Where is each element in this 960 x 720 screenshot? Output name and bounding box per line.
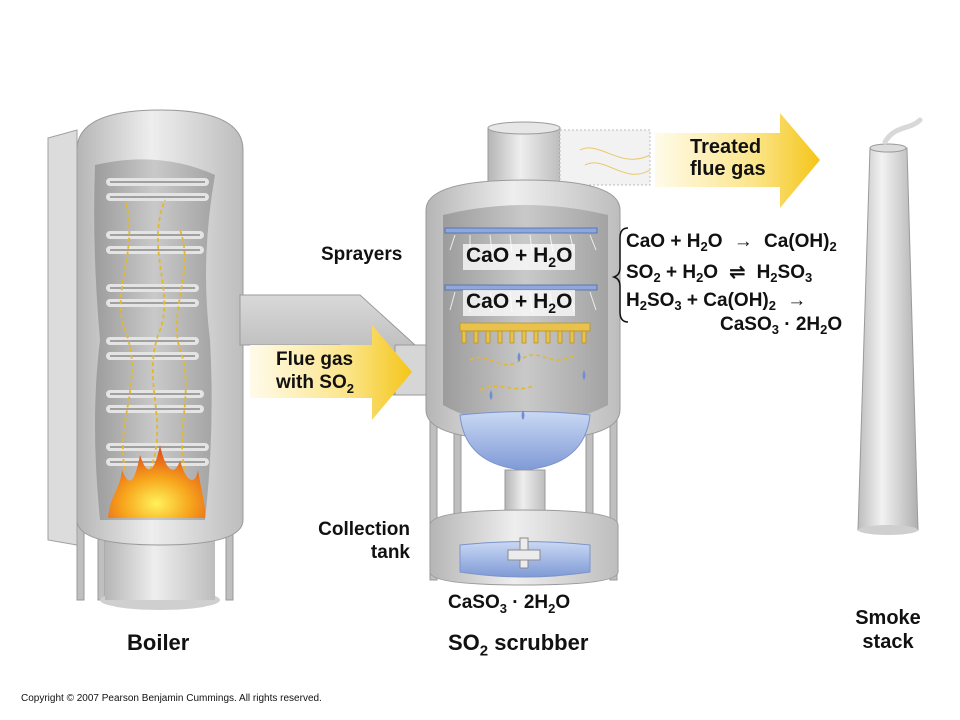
sprayer-label-upper: CaO + H2O — [463, 244, 576, 271]
scrubber-water — [459, 411, 591, 471]
smoke-stack — [857, 117, 923, 535]
reaction-arrow-3: → — [787, 290, 807, 311]
sprayer-grid — [459, 322, 591, 344]
collection-tank-label: Collection tank — [318, 519, 410, 563]
treated-flue-gas-label: Treated flue gas — [690, 136, 766, 180]
equation-2: SO2 + H2O ⇌ H2SO3 — [626, 262, 813, 285]
tank-stirrer — [507, 537, 541, 569]
sprayer-nozzles — [444, 227, 598, 291]
tank-product-label: CaSO3 · 2H2O — [448, 592, 571, 616]
flue-gas-arrow — [250, 325, 412, 420]
treated-flue-gas-arrow — [655, 113, 820, 208]
equation-1: CaO + H2O → Ca(OH)2 — [626, 231, 837, 254]
sprayer-label-lower: CaO + H2O — [463, 290, 576, 317]
sprayers-label: Sprayers — [321, 244, 403, 265]
equation-brace — [611, 227, 629, 323]
copyright-notice: Copyright © 2007 Pearson Benjamin Cummin… — [21, 693, 322, 704]
equation-4: CaSO3 · 2H2O — [720, 314, 843, 337]
boiler-title: Boiler — [127, 630, 190, 655]
equation-3: H2SO3 + Ca(OH)2 → — [626, 290, 807, 313]
flue-gas-label: Flue gas with SO2 — [276, 349, 354, 396]
boiler-gas-flow — [119, 199, 187, 471]
reaction-arrow-1: → — [733, 231, 753, 252]
boiler-flame — [108, 445, 206, 518]
boiler — [47, 109, 244, 610]
smoke-stack-title: Smoke stack — [855, 607, 921, 653]
reaction-arrow-2: ⇌ — [729, 262, 746, 283]
scrubber-title: SO2 scrubber — [448, 630, 589, 660]
scrubber — [425, 121, 651, 586]
